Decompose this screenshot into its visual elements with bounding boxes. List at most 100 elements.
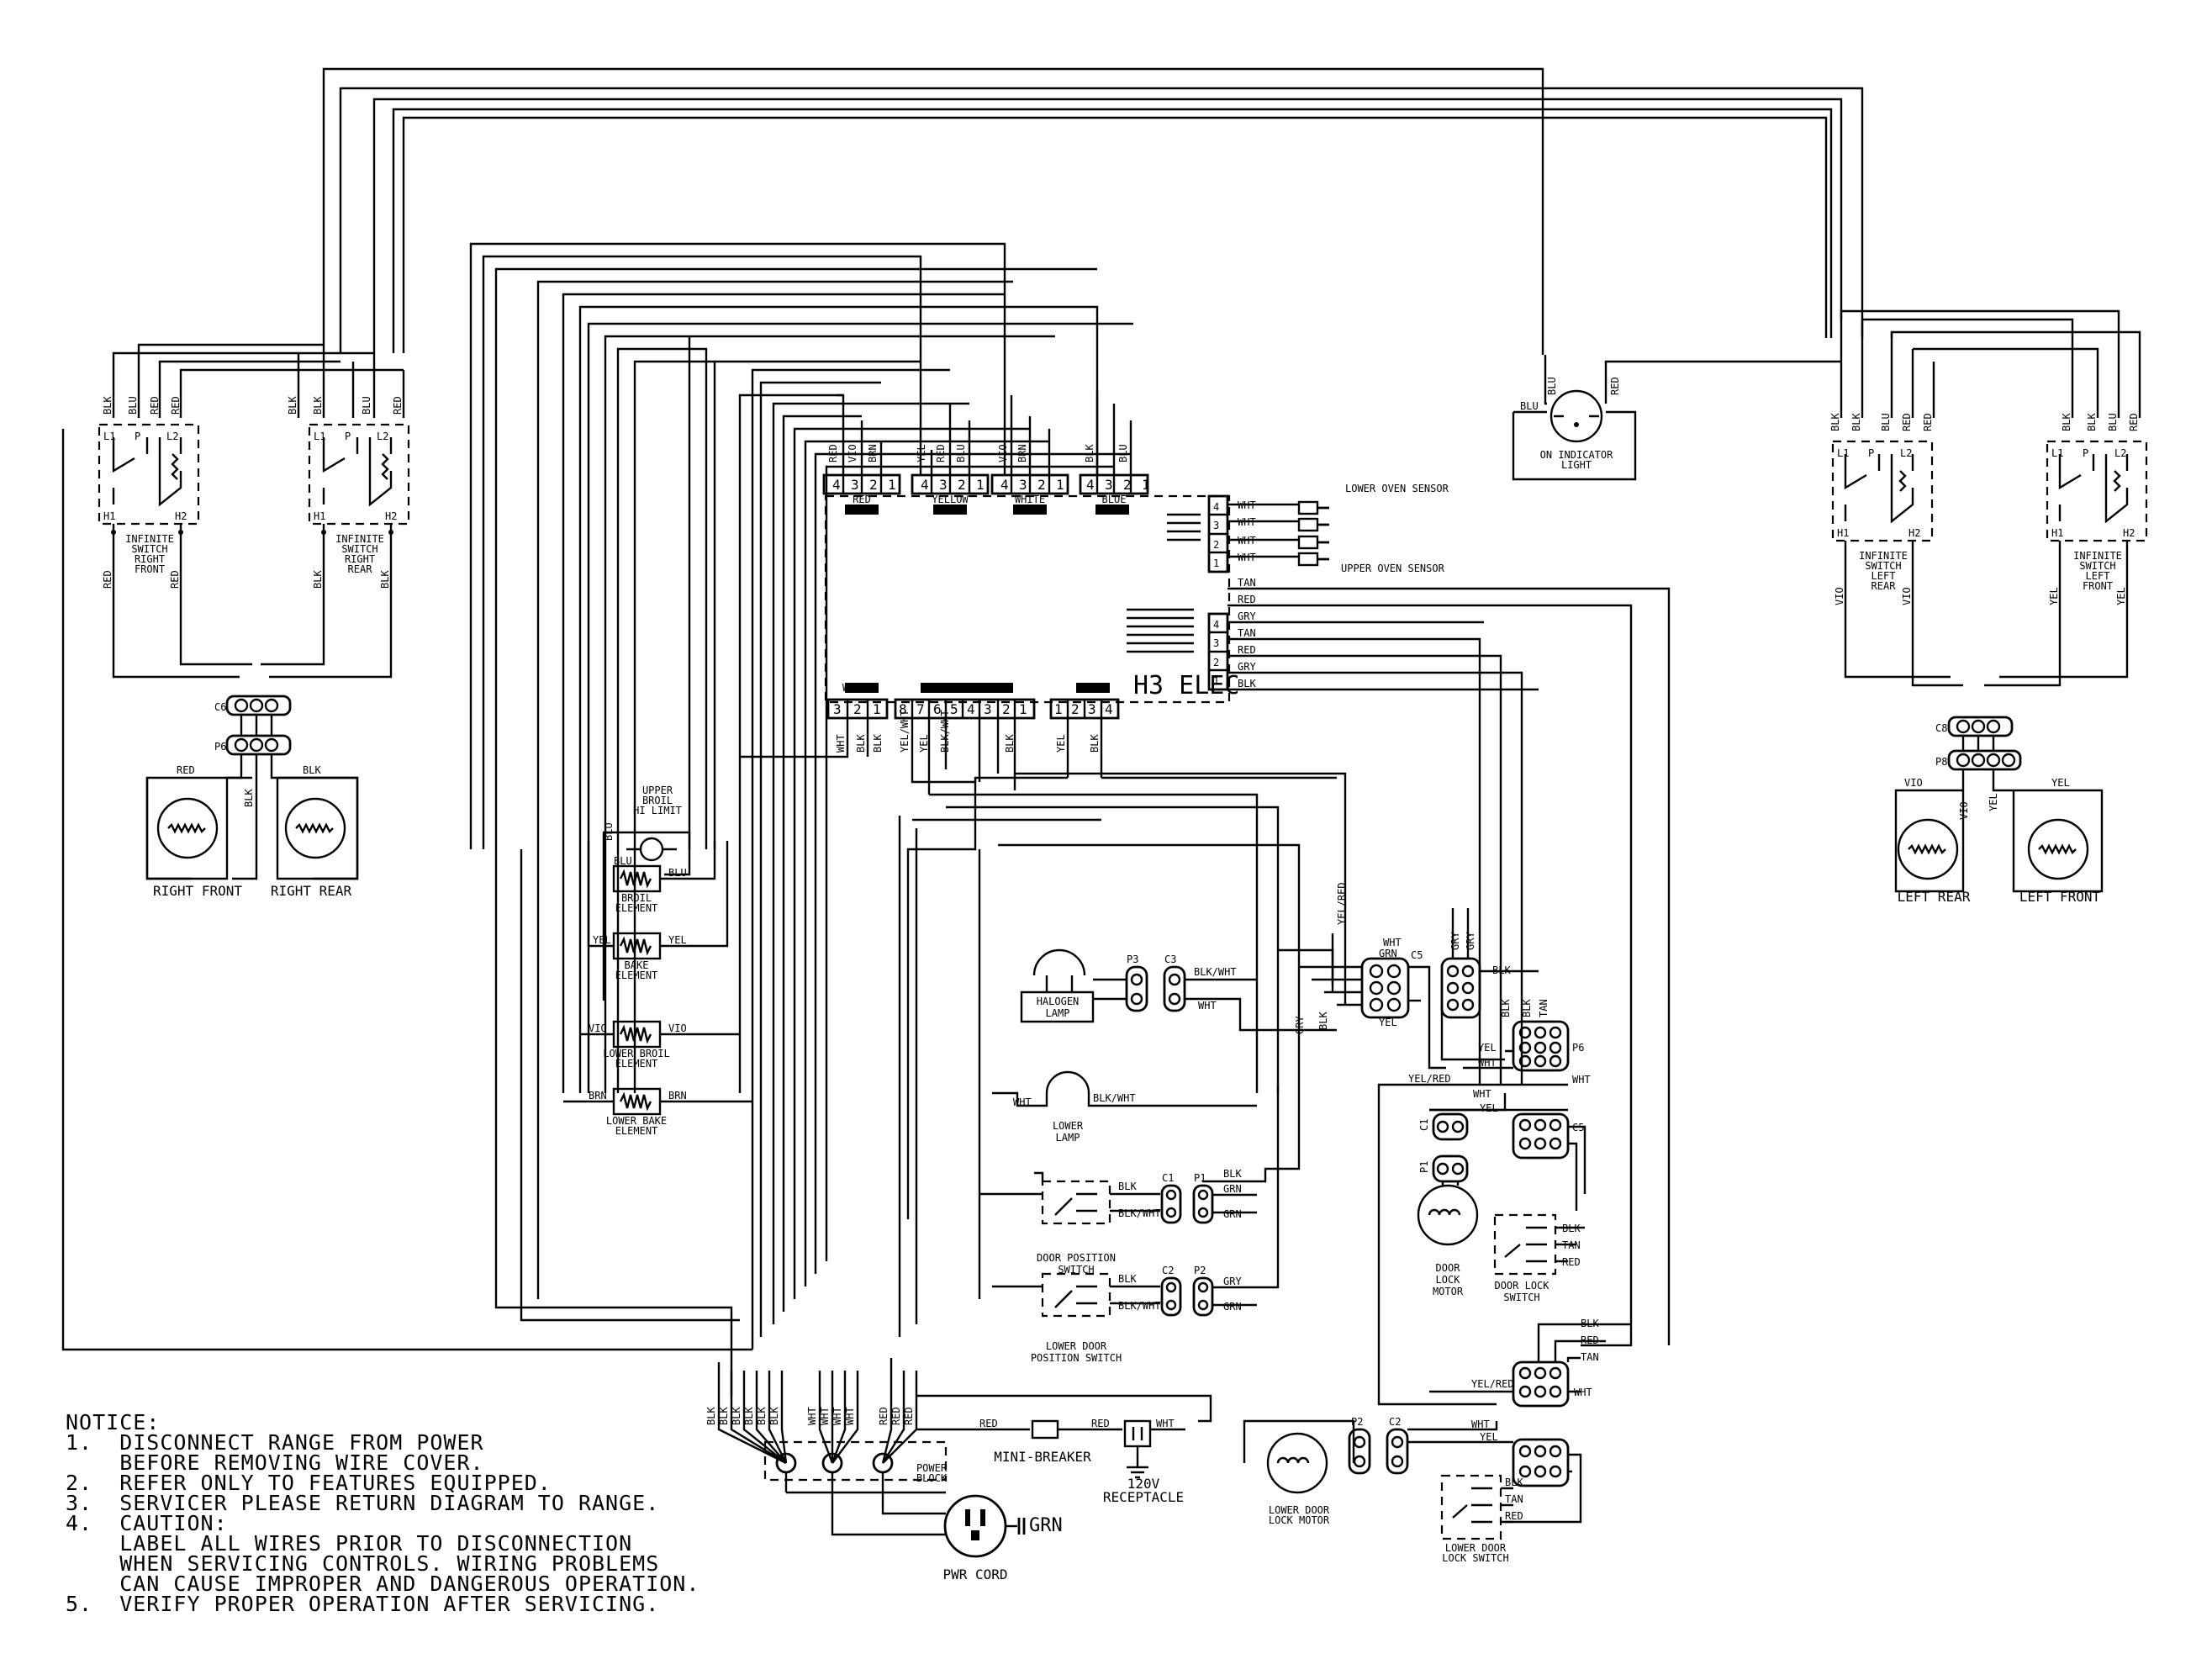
wire-label: WHT: [1471, 1418, 1490, 1430]
switch-label: POSITION SWITCH: [1031, 1352, 1122, 1364]
element-left-rear: [1897, 818, 1959, 880]
switch-label: LOCK SWITCH: [1442, 1552, 1508, 1564]
terminal-label: P: [1868, 447, 1874, 459]
wire-label: YEL/RED: [1408, 1073, 1451, 1085]
sensor-label: LOWER OVEN SENSOR: [1345, 483, 1449, 494]
wire-label: BLU: [1520, 400, 1539, 412]
wire-label: RED: [170, 396, 182, 415]
wire-label: BLK: [1118, 1181, 1137, 1192]
cord-label: PWR CORD: [942, 1566, 1007, 1582]
component-label: UPPER: [642, 785, 673, 796]
notice-line: 1. DISCONNECT RANGE FROM POWER: [66, 1430, 484, 1455]
pin-number: 2: [853, 701, 862, 717]
pin-number: 1: [1054, 701, 1063, 717]
switch-label: REAR: [348, 563, 373, 575]
lamp-label: HALOGEN: [1037, 996, 1080, 1007]
connector-color: WHITE: [1015, 494, 1045, 505]
wire-label: RED: [1609, 377, 1621, 395]
pin-number: 3: [1019, 477, 1027, 493]
terminal-label: H2: [175, 510, 187, 522]
terminal-label: P: [345, 431, 351, 442]
wire-label: YEL: [1988, 793, 1999, 811]
on-indicator-light: [1512, 389, 1637, 481]
wire-label: BLK: [1521, 999, 1533, 1017]
component-label: LOWER BAKE: [606, 1115, 667, 1127]
pin-number: 1: [1019, 701, 1027, 717]
terminal-label: L2: [377, 431, 388, 442]
left-switch-top-wires: [1840, 332, 2141, 418]
notice-block: NOTICE: 1. DISCONNECT RANGE FROM POWER B…: [66, 1412, 906, 1614]
component-label: ELEMENT: [615, 902, 658, 914]
connector-color: WHITE: [842, 682, 873, 694]
pin-number: 1: [873, 701, 881, 717]
receptacle-label: RECEPTACLE: [1103, 1489, 1184, 1505]
wire-label: BLK: [718, 1407, 730, 1425]
pin-number: 1: [888, 477, 896, 493]
element-right-front: [145, 776, 252, 880]
wire-label: BLK: [1084, 444, 1095, 462]
pin-number: 4: [921, 477, 929, 493]
notice-line: WHEN SERVICING CONTROLS. WIRING PROBLEMS: [66, 1551, 660, 1576]
element-label: RIGHT FRONT: [153, 883, 242, 899]
wire-label: WHT: [1238, 552, 1256, 563]
pin-number: 1: [1213, 675, 1219, 687]
wire-label: TAN: [1581, 1351, 1599, 1363]
component-label: BAKE: [625, 959, 649, 971]
motor-label: MOTOR: [1433, 1286, 1464, 1297]
wire-label: BRN: [668, 1090, 687, 1102]
wire-label: RED: [1581, 1334, 1599, 1346]
switch-label: LEFT: [1871, 570, 1896, 582]
pin-number: 2: [869, 477, 878, 493]
connector-id: P6: [214, 741, 226, 753]
wire-label: WHT: [1473, 1088, 1491, 1100]
wire-label: YEL/WHT: [899, 710, 911, 753]
wire-label: RED: [177, 764, 195, 776]
lower-door-lock-motor: [1243, 1419, 1513, 1494]
terminal-label: L2: [2114, 447, 2126, 459]
pin-number: 4: [832, 477, 841, 493]
wire-label: GRY: [1238, 610, 1256, 622]
power-block-label: BLOCK: [916, 1472, 948, 1484]
wire-label: GRY: [1238, 661, 1256, 673]
connector-id: P6: [1572, 1042, 1584, 1054]
switch-label: SWITCH: [2079, 560, 2115, 572]
motor-label: LOWER DOOR: [1269, 1504, 1330, 1516]
connector-id: C2: [1162, 1265, 1174, 1276]
control-board: [822, 473, 1231, 720]
connector-id: P3: [1127, 954, 1138, 965]
indicator-label: ON INDICATOR: [1540, 449, 1613, 461]
wire-label: WHT: [806, 1407, 818, 1425]
wire-label: BLK: [1118, 1273, 1137, 1285]
wire-label: RED: [1901, 413, 1913, 431]
switch-label: LOWER DOOR: [1445, 1542, 1507, 1554]
upper-broil-limit: [602, 831, 691, 1001]
notice-line: CAN CAUSE IMPROPER AND DANGEROUS OPERATI…: [66, 1572, 700, 1596]
wire-label: WHT: [1198, 1000, 1217, 1012]
wire-label: BLU: [1546, 377, 1558, 395]
switch-label: SWITCH: [1058, 1264, 1094, 1276]
wire-label: GRN: [1223, 1208, 1242, 1220]
switch-label: FRONT: [135, 563, 165, 575]
wire-label: TAN: [1538, 999, 1549, 1017]
door-position-switch: [979, 967, 1301, 1225]
wire-label: BLU: [361, 396, 372, 415]
switch-right-front: [98, 423, 252, 679]
wire-label: BLK/WHT: [1093, 1092, 1136, 1104]
wire-label: BLU: [955, 444, 967, 462]
wire-label: YEL: [1478, 1042, 1497, 1054]
wire-label: WHT: [831, 1407, 843, 1425]
connector-id: P8: [1935, 756, 1947, 768]
wire-label: BLU: [668, 867, 687, 879]
switch-left-front: [1984, 440, 2148, 687]
connector-color: YELLOW: [932, 494, 969, 505]
switch-label: LEFT: [2086, 570, 2110, 582]
wire-label: BLU: [603, 822, 615, 841]
wire-label: BLK: [768, 1407, 780, 1425]
switch-right-rear: [261, 423, 410, 679]
connector-color: BLACK: [1078, 682, 1109, 694]
board-label: H3 ELEC: [1133, 671, 1239, 700]
wire-label: WHT: [1238, 516, 1256, 528]
wire-label: WHT: [835, 734, 847, 753]
wire-label: BLK: [855, 734, 867, 753]
